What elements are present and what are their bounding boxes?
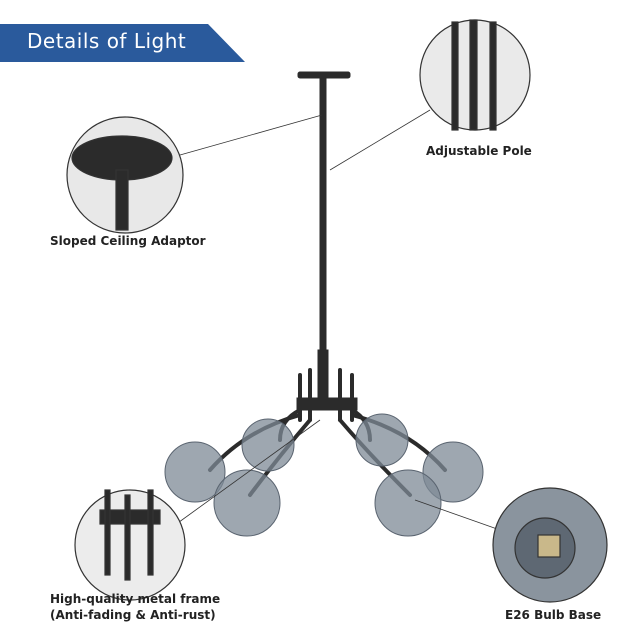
title-banner: Details of Light: [0, 24, 245, 62]
label-e26-bulb-base: E26 Bulb Base: [505, 608, 602, 622]
callout-lines: [174, 109, 501, 531]
bulb-base-detail: [492, 487, 608, 603]
label-adjustable-pole: Adjustable Pole: [426, 144, 532, 158]
frame-detail: [74, 489, 186, 601]
glass-globes: [164, 413, 484, 537]
detail-circles: [66, 19, 608, 603]
label-metal-frame-sub: (Anti-fading & Anti-rust): [50, 608, 216, 622]
ceiling-adaptor-detail: [66, 116, 184, 234]
pole-detail: [419, 19, 531, 131]
banner-title: Details of Light: [27, 29, 187, 53]
label-sloped-ceiling-adaptor: Sloped Ceiling Adaptor: [50, 234, 206, 248]
label-metal-frame: High-quality metal frame: [50, 592, 221, 606]
